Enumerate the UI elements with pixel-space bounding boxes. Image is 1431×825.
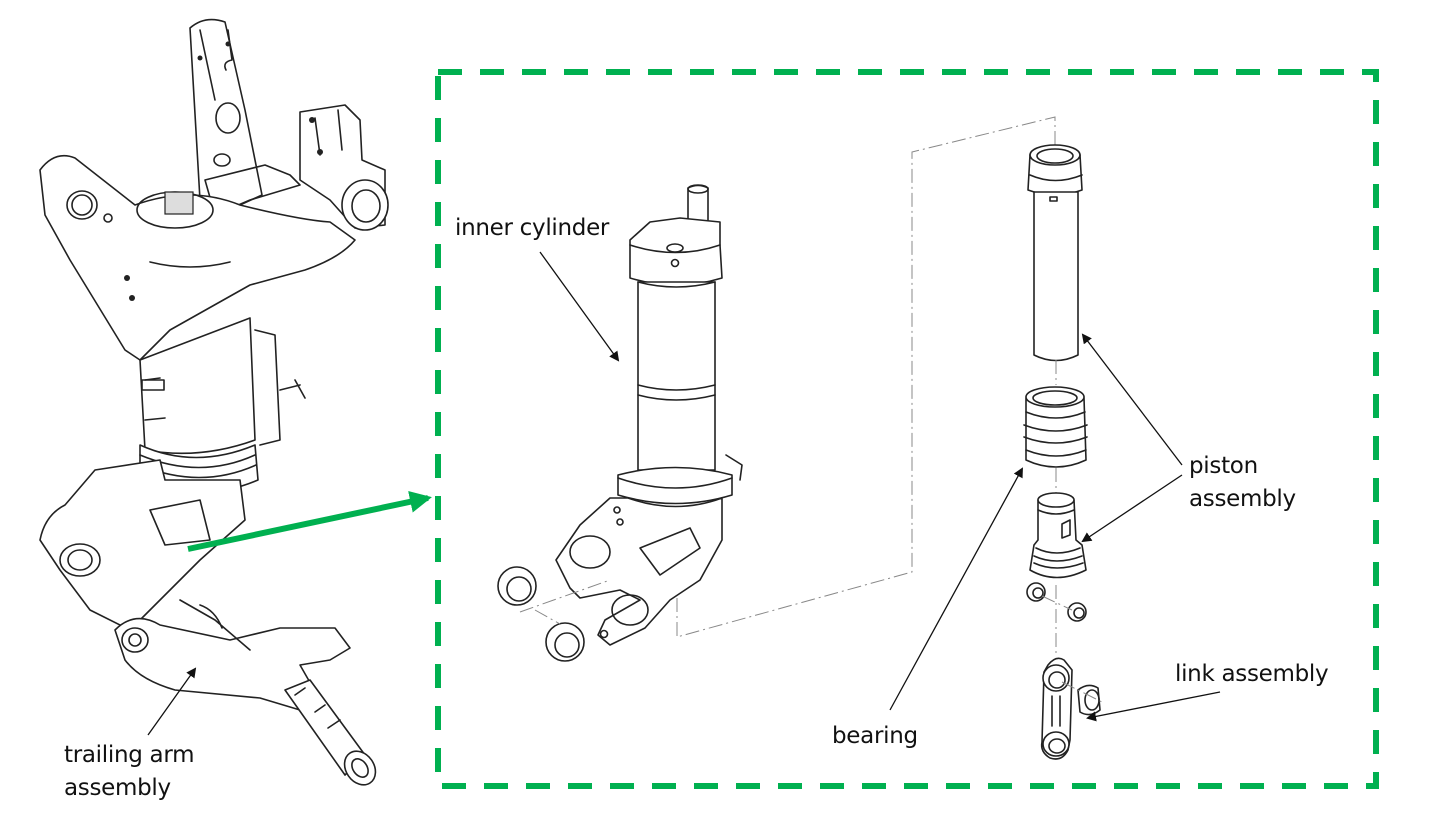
trailing-arm-leader xyxy=(147,667,197,736)
bearing-drawing xyxy=(1023,386,1088,493)
label-trailing-arm-assembly: trailing arm assembly xyxy=(64,739,194,805)
piston-assembly-leader-1 xyxy=(1081,333,1183,466)
label-piston-assembly: piston assembly xyxy=(1189,450,1296,516)
label-trailing-arm-line2: assembly xyxy=(64,775,171,801)
label-piston-assembly-line1: piston xyxy=(1189,453,1258,479)
inner-cylinder-leader xyxy=(539,251,620,362)
label-inner-cylinder: inner cylinder xyxy=(455,215,610,241)
label-link-assembly: link assembly xyxy=(1175,661,1329,687)
piston-tube-drawing xyxy=(1027,144,1083,385)
landing-gear-assembly-drawing xyxy=(39,18,389,786)
label-trailing-arm-line1: trailing arm xyxy=(64,742,195,768)
callout-pointer-arrow xyxy=(187,490,432,552)
bearing-leader xyxy=(889,467,1023,711)
link-assembly-drawing xyxy=(1040,657,1103,760)
callout-box xyxy=(435,69,1379,789)
inner-cylinder-drawing xyxy=(497,116,1056,662)
link-assembly-leader xyxy=(1086,691,1221,722)
piston-assembly-leader-2 xyxy=(1081,474,1183,543)
label-piston-assembly-line2: assembly xyxy=(1189,486,1296,512)
piston-head-drawing xyxy=(1026,492,1087,655)
label-bearing: bearing xyxy=(832,723,918,749)
